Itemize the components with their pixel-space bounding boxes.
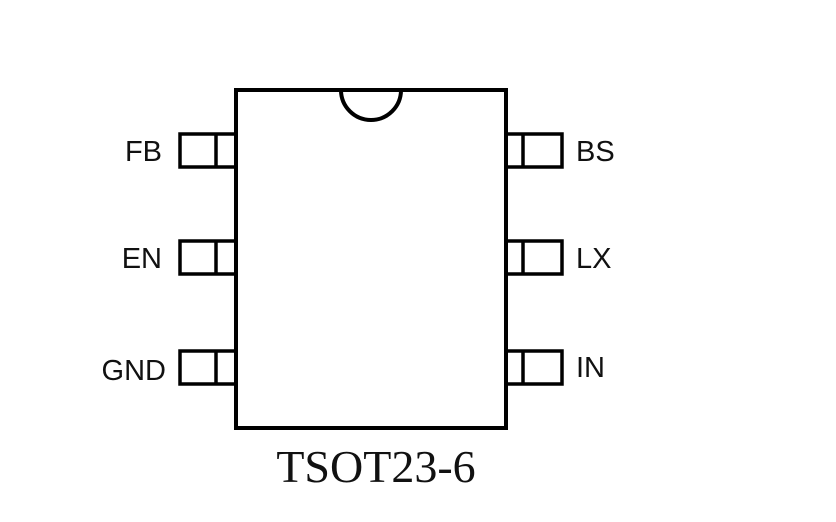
orientation-notch: [339, 89, 403, 122]
pin-label-in: IN: [576, 352, 605, 384]
package-name: TSOT23-6: [276, 441, 475, 492]
left-pin-2: [178, 239, 238, 276]
left-pin-3: [178, 349, 238, 386]
pin-pad: [178, 349, 238, 386]
pin-label-lx: LX: [576, 243, 611, 275]
pin-label-en: EN: [122, 243, 162, 275]
pin-pad: [504, 239, 564, 276]
pin-pad: [178, 239, 238, 276]
ic-package-body: [234, 88, 508, 430]
pin-label-fb: FB: [125, 136, 162, 168]
pin-pad: [504, 349, 564, 386]
pin-label-gnd: GND: [102, 355, 166, 387]
pin-pad: [504, 132, 564, 169]
pin-label-bs: BS: [576, 136, 615, 168]
right-pin-3: [504, 349, 564, 386]
right-pin-1: [504, 132, 564, 169]
right-pin-2: [504, 239, 564, 276]
pin-pad: [178, 132, 238, 169]
left-pin-1: [178, 132, 238, 169]
